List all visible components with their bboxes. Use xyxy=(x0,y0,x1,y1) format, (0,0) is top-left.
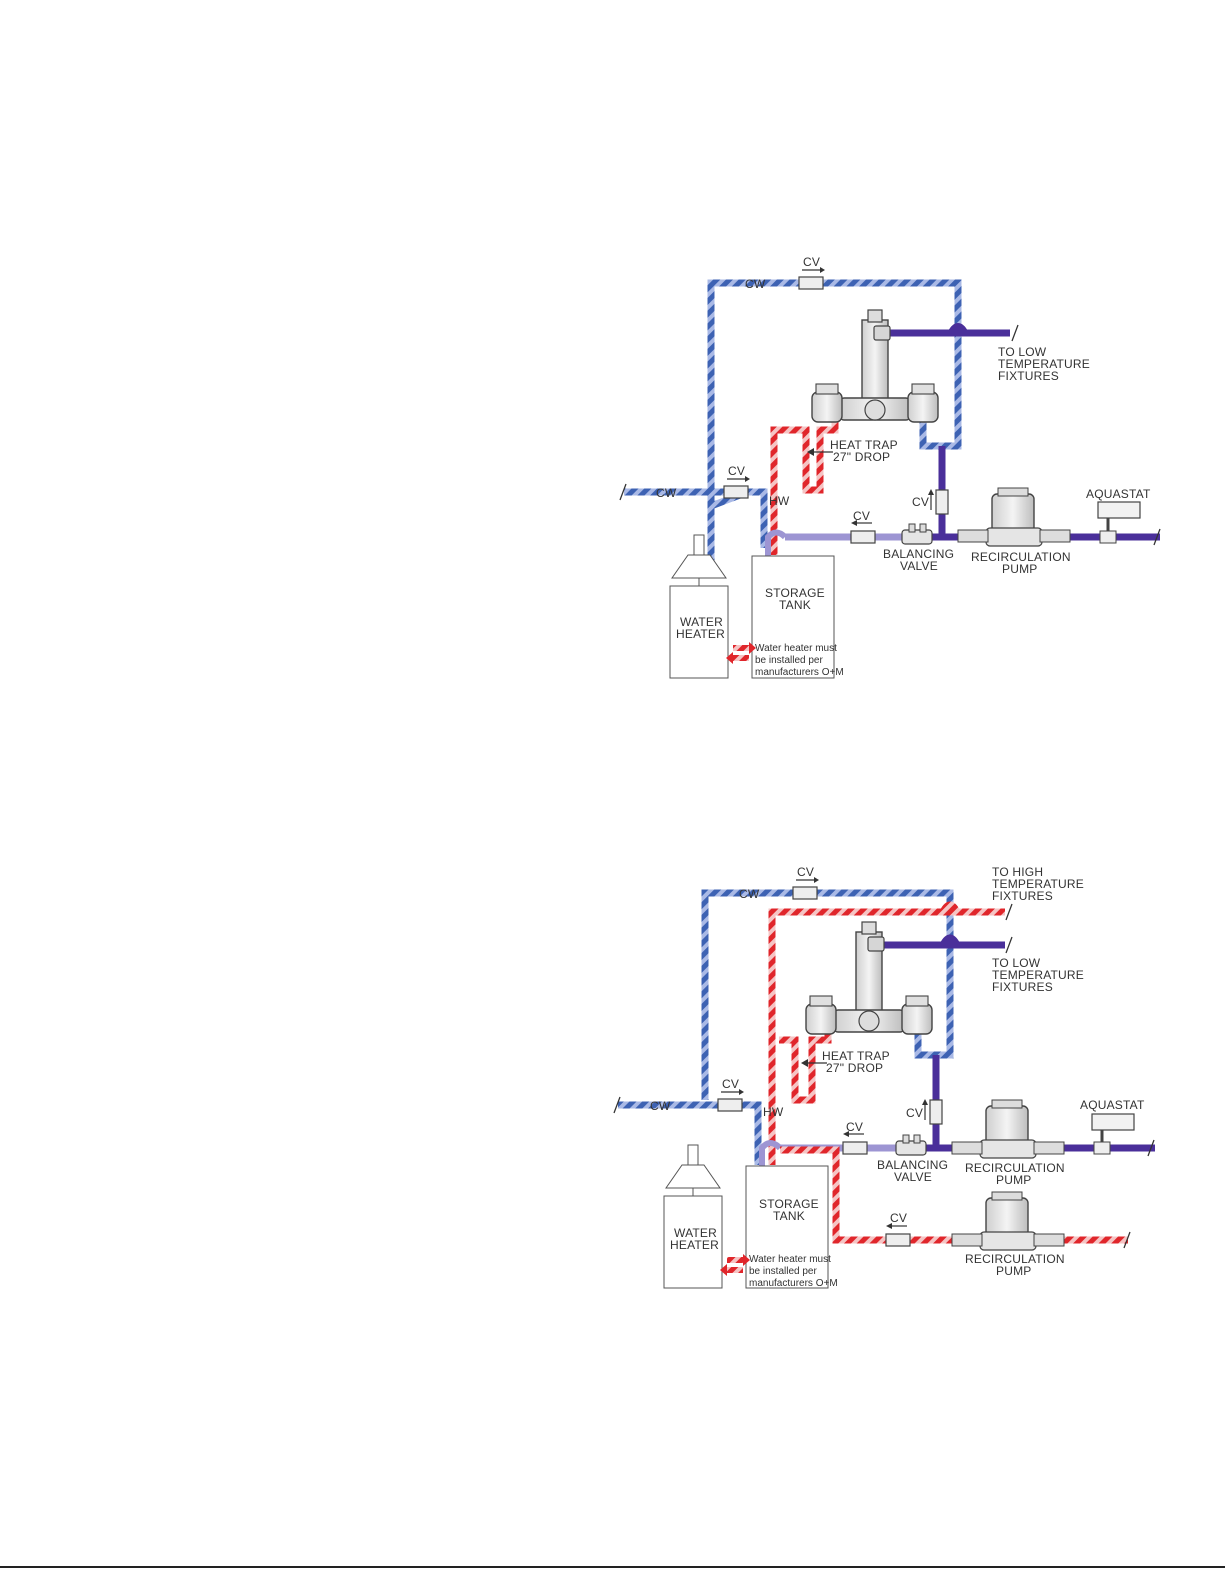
label-note-2: be installed per xyxy=(749,1266,817,1277)
label-storage-1: STORAGE xyxy=(765,586,825,600)
label-cv-inlet: CV xyxy=(722,1077,739,1091)
cold-water-pipe-loop xyxy=(701,889,954,1100)
label-recirc-1: RECIRCULATION xyxy=(971,550,1071,564)
label-cv-return: CV xyxy=(846,1120,863,1134)
diagram-2: CV CW TO HIGH TEMPERATURE FIXTURES TO LO… xyxy=(613,865,1155,1289)
recirculation-pump xyxy=(951,1099,1065,1159)
label-water-heater-2: HEATER xyxy=(676,627,725,641)
label-to-low-1: TO LOW xyxy=(998,345,1047,359)
label-note-1: Water heater must xyxy=(755,643,837,654)
label-storage-2: TANK xyxy=(773,1209,805,1223)
hot-water-heat-trap-pipe xyxy=(779,1030,832,1104)
label-aquastat: AQUASTAT xyxy=(1086,487,1151,501)
label-cv-vertical: CV xyxy=(912,495,929,509)
check-valve-return xyxy=(850,520,876,544)
heater-connection-arrows xyxy=(720,1254,750,1276)
hot-water-pipe xyxy=(770,418,839,555)
label-recirc2-1: RECIRCULATION xyxy=(965,1252,1065,1266)
check-valve-top xyxy=(792,877,819,900)
water-heater xyxy=(663,1144,723,1289)
label-cv-return: CV xyxy=(853,509,870,523)
water-heater xyxy=(669,534,729,679)
storage-tank xyxy=(751,555,835,679)
label-storage-1: STORAGE xyxy=(759,1197,819,1211)
label-cv-top: CV xyxy=(803,255,820,269)
label-hw: HW xyxy=(769,494,790,508)
pipe-crossover xyxy=(947,323,969,335)
label-cw-inlet: CW xyxy=(656,486,677,500)
label-water-heater-1: WATER xyxy=(680,615,723,629)
label-balancing-1: BALANCING xyxy=(877,1158,948,1172)
label-cw-top: CW xyxy=(745,277,766,291)
hot-crossover xyxy=(939,901,961,914)
label-cw-top: CW xyxy=(739,887,760,901)
diagram-1: CV CW TO LOW TEMPERATURE FIXTURES HEAT T… xyxy=(619,255,1161,679)
label-note-1: Water heater must xyxy=(749,1254,831,1265)
label-to-high-1: TO HIGH xyxy=(992,865,1043,879)
label-cv-vertical: CV xyxy=(906,1106,923,1120)
label-heat-trap-2: 27" DROP xyxy=(826,1061,883,1075)
label-to-low-2: TEMPERATURE xyxy=(998,357,1090,371)
label-to-low-3: FIXTURES xyxy=(992,980,1053,994)
check-valve-top xyxy=(798,267,825,290)
check-valve-vertical xyxy=(928,489,949,515)
check-valve-inlet xyxy=(723,476,750,499)
label-note-3: manufacturers O+M xyxy=(755,667,844,678)
check-valve-hot-return xyxy=(885,1223,911,1247)
recirculation-pump xyxy=(957,487,1071,547)
aquastat xyxy=(1097,501,1141,544)
label-heat-trap-1: HEAT TRAP xyxy=(830,438,898,452)
label-to-low-2: TEMPERATURE xyxy=(992,968,1084,982)
thermostatic-mixing-valve xyxy=(811,309,939,423)
recirculation-pump-hot xyxy=(951,1191,1065,1251)
label-recirc-2: PUMP xyxy=(996,1173,1031,1187)
aquastat xyxy=(1091,1113,1135,1155)
label-to-high-2: TEMPERATURE xyxy=(992,877,1084,891)
label-cv-inlet: CV xyxy=(728,464,745,478)
heater-connection-arrows xyxy=(726,642,756,664)
pipe-crossover xyxy=(939,934,961,947)
label-aquastat: AQUASTAT xyxy=(1080,1098,1145,1112)
page-footer-rule xyxy=(0,1566,1225,1568)
label-cw-inlet: CW xyxy=(650,1099,671,1113)
label-water-heater-2: HEATER xyxy=(670,1238,719,1252)
return-drop-into-tank xyxy=(759,1140,783,1166)
label-balancing-2: VALVE xyxy=(894,1170,932,1184)
label-recirc-1: RECIRCULATION xyxy=(965,1161,1065,1175)
pipe-break-marks xyxy=(613,903,1155,1249)
thermostatic-mixing-valve xyxy=(805,921,933,1035)
cold-water-supply-pipe xyxy=(705,1101,762,1165)
label-hw: HW xyxy=(763,1105,784,1119)
return-drop-into-tank xyxy=(765,529,788,556)
check-valve-return xyxy=(842,1131,868,1155)
label-recirc-2: PUMP xyxy=(1002,562,1037,576)
hot-return-pipe xyxy=(780,1146,1128,1244)
label-note-3: manufacturers O+M xyxy=(749,1278,838,1289)
label-storage-2: TANK xyxy=(779,598,811,612)
label-to-high-3: FIXTURES xyxy=(992,889,1053,903)
label-to-low-1: TO LOW xyxy=(992,956,1041,970)
storage-tank xyxy=(745,1165,829,1289)
label-balancing-2: VALVE xyxy=(900,559,938,573)
label-note-2: be installed per xyxy=(755,655,823,666)
check-valve-inlet xyxy=(717,1089,744,1112)
hot-water-high-temp-pipe xyxy=(768,908,1005,1165)
check-valve-vertical xyxy=(922,1099,943,1125)
label-water-heater-1: WATER xyxy=(674,1226,717,1240)
label-balancing-1: BALANCING xyxy=(883,547,954,561)
balancing-valve xyxy=(895,1134,927,1156)
label-recirc2-2: PUMP xyxy=(996,1264,1031,1278)
label-cv-hot-return: CV xyxy=(890,1211,907,1225)
balancing-valve xyxy=(901,523,933,545)
pipe-break-marks xyxy=(619,324,1161,546)
label-to-low-3: FIXTURES xyxy=(998,369,1059,383)
label-heat-trap-2: 27" DROP xyxy=(833,450,890,464)
label-heat-trap-1: HEAT TRAP xyxy=(822,1049,890,1063)
label-cv-top: CV xyxy=(797,865,814,879)
